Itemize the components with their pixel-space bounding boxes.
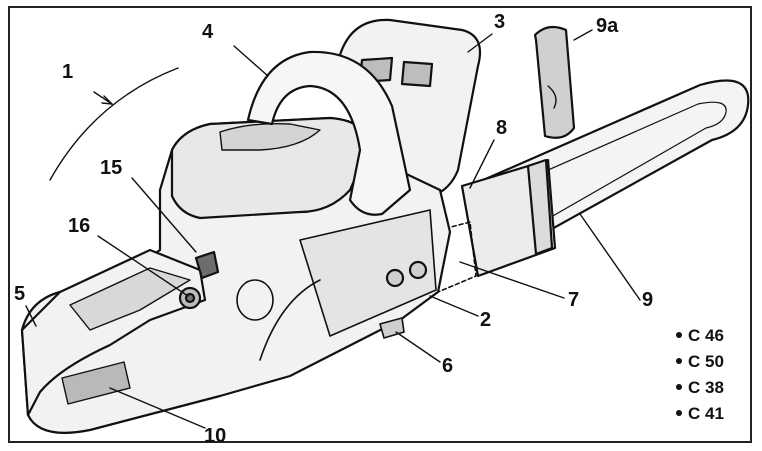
model-item: C 46 [676, 323, 724, 349]
model-list: C 46 C 50 C 38 C 41 [676, 323, 724, 427]
leader-15 [131, 177, 197, 253]
leader-9a [573, 29, 593, 41]
model-name: C 38 [688, 378, 724, 397]
rear-handle [20, 248, 207, 417]
figure-frame [8, 6, 752, 443]
leader-1-arrow [101, 95, 113, 105]
leader-4 [233, 45, 269, 77]
callout-6: 6 [442, 355, 454, 377]
model-item: C 38 [676, 375, 724, 401]
model-item: C 41 [676, 401, 724, 427]
engine-housing [20, 116, 452, 434]
leader-5 [25, 305, 37, 327]
bar-cover-insert [533, 25, 576, 139]
on-off-switch-15 [194, 250, 220, 280]
choke-lever-16 [178, 286, 202, 310]
model-name: C 50 [688, 352, 724, 371]
callout-16: 16 [68, 215, 91, 237]
callout-3: 3 [494, 11, 506, 33]
leader-1 [93, 91, 113, 105]
leader-2 [429, 295, 479, 317]
leader-6 [395, 331, 441, 363]
bullet-icon [676, 331, 682, 338]
leader-9 [579, 213, 641, 301]
callout-9: 9 [642, 289, 654, 311]
leader-8 [469, 139, 495, 189]
leader-lines [25, 29, 641, 429]
model-item: C 50 [676, 349, 724, 375]
leader-16 [97, 235, 189, 297]
leader-10 [109, 387, 206, 429]
kickback-zone-arc [49, 67, 179, 181]
model-name: C 41 [688, 404, 724, 423]
front-handle [246, 50, 412, 216]
callout-2: 2 [480, 309, 492, 331]
bullet-icon [676, 357, 682, 364]
callout-8: 8 [496, 117, 508, 139]
callout-7: 7 [568, 289, 580, 311]
callout-5: 5 [14, 283, 26, 305]
callout-15: 15 [100, 157, 123, 179]
bar-cover [460, 158, 557, 278]
callout-10: 10 [204, 425, 227, 447]
bullet-icon [676, 409, 682, 416]
rating-label-plate [61, 361, 131, 405]
leader-3 [467, 33, 493, 53]
callout-9a: 9a [596, 15, 619, 37]
bullet-icon [676, 383, 682, 390]
callout-1: 1 [62, 61, 74, 83]
leader-7 [459, 261, 565, 299]
callout-4: 4 [202, 21, 214, 43]
saw-chain [431, 221, 477, 293]
model-name: C 46 [688, 326, 724, 345]
